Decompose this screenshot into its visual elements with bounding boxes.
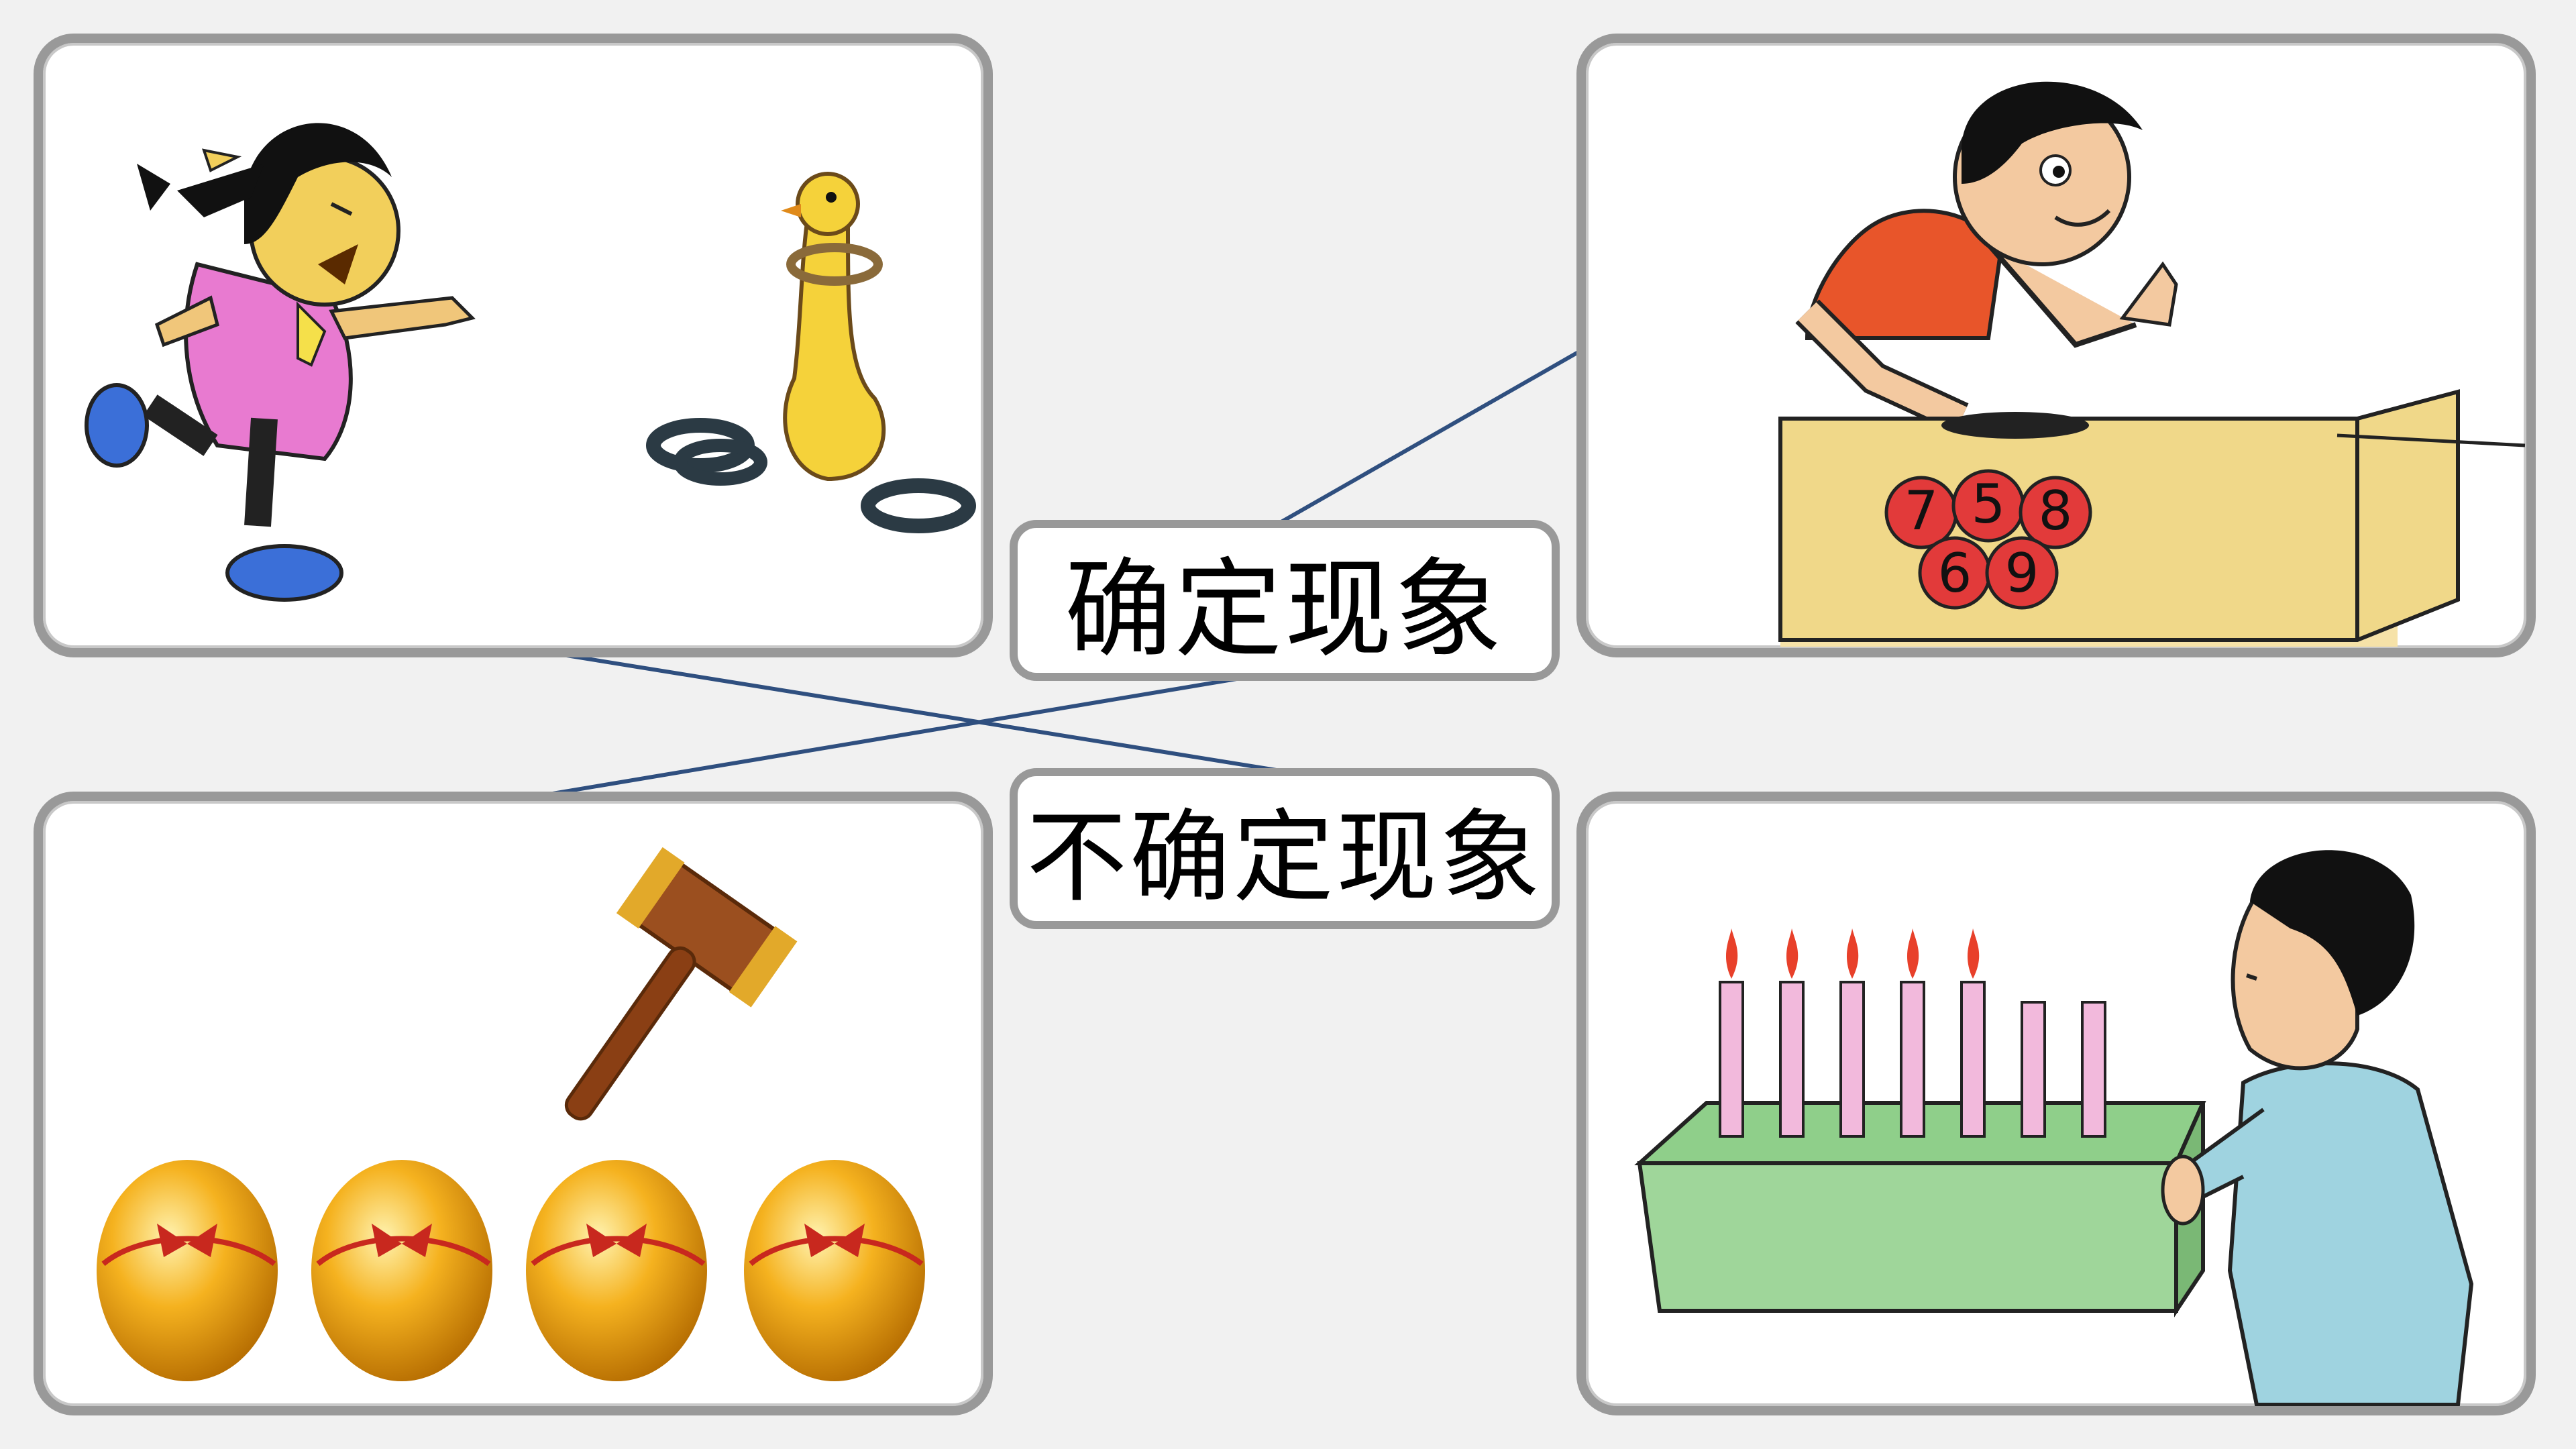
ring-3: [861, 478, 976, 533]
hammer: [564, 847, 798, 1121]
card-ring-toss[interactable]: [34, 34, 993, 657]
number-draw-illustration: 7 5 8 6 9: [1778, 81, 2526, 647]
ring-2: [674, 439, 767, 486]
numbered-balls: 7 5 8 6 9: [1884, 469, 2092, 610]
egg-1: [97, 1160, 278, 1381]
candles-illustration: [1634, 850, 2474, 1406]
egg-3: [526, 1160, 707, 1381]
label-certain-phenomenon[interactable]: 确定现象: [1010, 520, 1560, 681]
ball-number: 7: [1904, 480, 1939, 542]
duck-figure: [781, 172, 886, 482]
ball-number: 5: [1972, 473, 2006, 535]
card-candles[interactable]: [1576, 792, 2536, 1415]
golden-eggs-illustration: [97, 847, 925, 1381]
label-certain-text: 确定现象: [1064, 547, 1505, 672]
line-draw-to-certain: [1280, 343, 1591, 524]
ring-toss-illustration: [85, 123, 976, 602]
candles: [1719, 928, 2106, 1138]
girl-figure: [85, 123, 476, 602]
card-golden-eggs[interactable]: [34, 792, 993, 1415]
label-uncertain-text: 不确定现象: [1026, 799, 1543, 916]
ball-number: 9: [2005, 542, 2039, 604]
boy-figure: [2161, 850, 2474, 1406]
egg-4: [744, 1160, 925, 1381]
card-number-draw[interactable]: 7 5 8 6 9: [1576, 34, 2536, 657]
boy-figure: [1795, 81, 2178, 434]
ball-number: 8: [2039, 480, 2073, 542]
label-uncertain-phenomenon[interactable]: 不确定现象: [1010, 768, 1560, 929]
ball-number: 6: [1938, 542, 1972, 604]
egg-2: [311, 1160, 492, 1381]
